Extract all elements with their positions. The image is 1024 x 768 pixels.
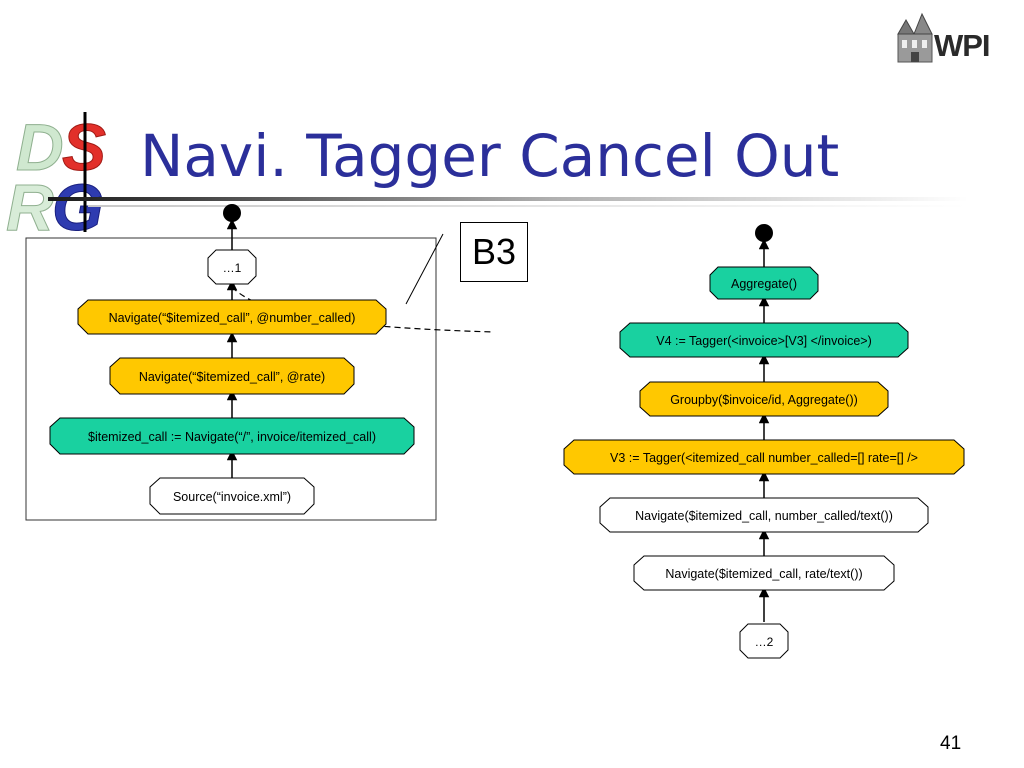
wpi-logo-text: WPI: [934, 28, 991, 63]
left-node-ellipsis-1: …1: [207, 249, 257, 285]
svg-text:R: R: [6, 170, 54, 244]
right-node-aggregate: Aggregate(): [709, 266, 819, 300]
title-rule-light: [88, 205, 968, 207]
right-node-label: Aggregate(): [731, 277, 797, 291]
right-root-dot: [755, 224, 773, 242]
right-node-label: Groupby($invoice/id, Aggregate()): [670, 393, 858, 407]
dsrg-logo: D S R G: [6, 110, 107, 245]
callout-b3: B3: [460, 222, 528, 282]
title-rule: [48, 197, 968, 201]
right-node-label: V3 := Tagger(<itemized_call number_calle…: [610, 451, 918, 465]
right-node-tagger-v4: V4 := Tagger(<invoice>[V3] </invoice>): [619, 322, 909, 358]
right-node-groupby: Groupby($invoice/id, Aggregate()): [639, 381, 889, 417]
left-node-label: $itemized_call := Navigate(“/”, invoice/…: [88, 430, 376, 444]
left-root-dot: [223, 204, 241, 222]
left-plan-frame: [25, 237, 437, 521]
right-node-ellipsis-2: …2: [739, 623, 789, 659]
left-node-label: Source(“invoice.xml”): [173, 490, 291, 504]
right-node-navigate-rate: Navigate($itemized_call, rate/text()): [633, 555, 895, 591]
right-node-label: Navigate($itemized_call, number_called/t…: [635, 509, 893, 523]
wpi-building-icon: [897, 12, 933, 63]
left-node-label: Navigate(“$itemized_call”, @rate): [139, 370, 325, 384]
left-node-navigate-number-called: Navigate(“$itemized_call”, @number_calle…: [77, 299, 387, 335]
right-node-label: Navigate($itemized_call, rate/text()): [665, 567, 862, 581]
page-number: 41: [940, 733, 962, 754]
left-node-navigate-rate: Navigate(“$itemized_call”, @rate): [109, 357, 355, 395]
right-node-label: V4 := Tagger(<invoice>[V3] </invoice>): [656, 334, 872, 348]
left-node-itemized-call: $itemized_call := Navigate(“/”, invoice/…: [49, 417, 415, 455]
right-node-navigate-number-called: Navigate($itemized_call, number_called/t…: [599, 497, 929, 533]
cancel-out-dashed-link: [231, 286, 495, 333]
right-node-tagger-v3: V3 := Tagger(<itemized_call number_calle…: [563, 439, 965, 475]
callout-line: [405, 233, 444, 305]
left-node-source: Source(“invoice.xml”): [149, 477, 315, 515]
slide-title: Navi. Tagger Cancel Out: [140, 122, 840, 190]
left-node-label: …1: [223, 261, 242, 275]
svg-text:D: D: [16, 110, 64, 184]
left-node-label: Navigate(“$itemized_call”, @number_calle…: [109, 311, 356, 325]
right-node-label: …2: [755, 635, 774, 649]
